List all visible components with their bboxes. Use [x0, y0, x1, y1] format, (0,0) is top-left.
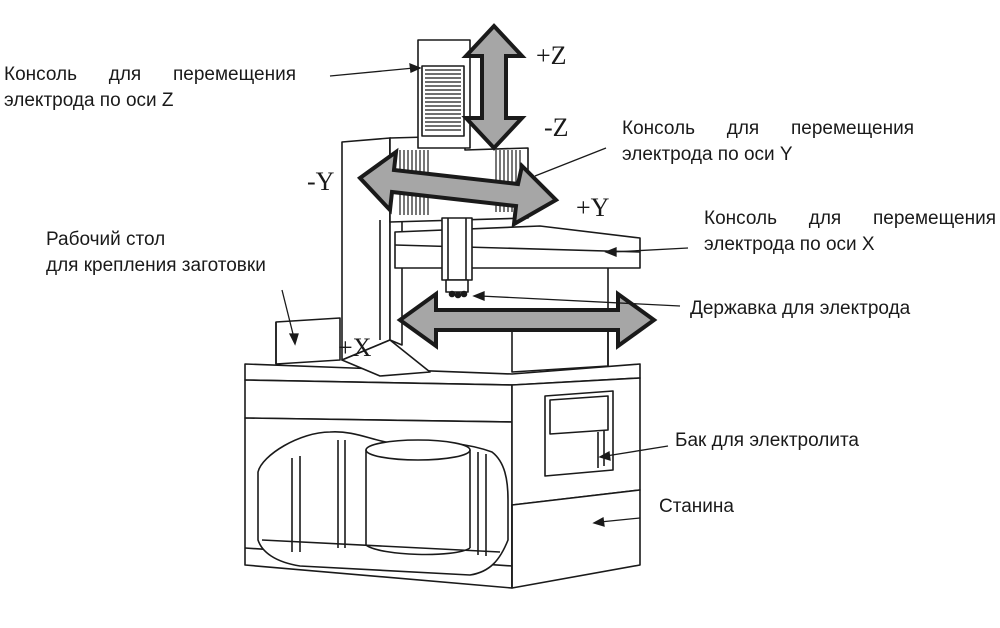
label-work-table-line1: Рабочий стол — [46, 229, 166, 250]
z-console — [417, 39, 471, 149]
label-z-console: Консоль для перемещения электрода по оси… — [4, 62, 296, 114]
label-z-console-line2: электрода по оси Z — [4, 90, 174, 111]
leader-electrode-holder — [472, 291, 681, 307]
work-table — [275, 317, 341, 365]
x-axis-arrow — [396, 290, 658, 350]
leader-frame — [592, 516, 641, 527]
label-z-console-line1: Консоль для перемещения — [4, 64, 296, 85]
leader-electrolyte-tank — [598, 445, 669, 461]
label-work-table-line2: для крепления заготовки — [46, 255, 266, 276]
axis-label-plus-z: +Z — [536, 41, 567, 70]
machine-frame — [244, 363, 641, 589]
axis-label-plus-y: +Y — [576, 193, 610, 222]
axis-label-plus-x: +X — [338, 333, 372, 362]
label-x-console-line1: Консоль для перемещения — [704, 208, 996, 229]
leader-y-console — [534, 147, 607, 177]
axis-label-minus-y: -Y — [307, 167, 335, 196]
axis-label-minus-z: -Z — [544, 113, 569, 142]
label-x-console-line2: электрода по оси X — [704, 234, 875, 255]
label-electrolyte-tank: Бак для электролита — [675, 430, 859, 451]
y-axis-arrow — [356, 147, 560, 228]
z-axis-arrow — [461, 23, 527, 151]
label-electrode-holder: Державка для электрода — [690, 298, 911, 319]
leader-work-table — [281, 289, 299, 346]
label-y-console-line1: Консоль для перемещения — [622, 118, 914, 139]
electrode-holder — [441, 217, 473, 299]
label-frame: Станина — [659, 496, 734, 517]
label-work-table: Рабочий стол для крепления заготовки — [46, 227, 266, 279]
label-y-console-line2: электрода по оси Y — [622, 144, 793, 165]
leader-x-console — [604, 247, 689, 257]
label-y-console: Консоль для перемещения электрода по оси… — [622, 116, 914, 168]
leader-z-console — [329, 62, 422, 77]
label-x-console: Консоль для перемещения электрода по оси… — [704, 206, 996, 258]
